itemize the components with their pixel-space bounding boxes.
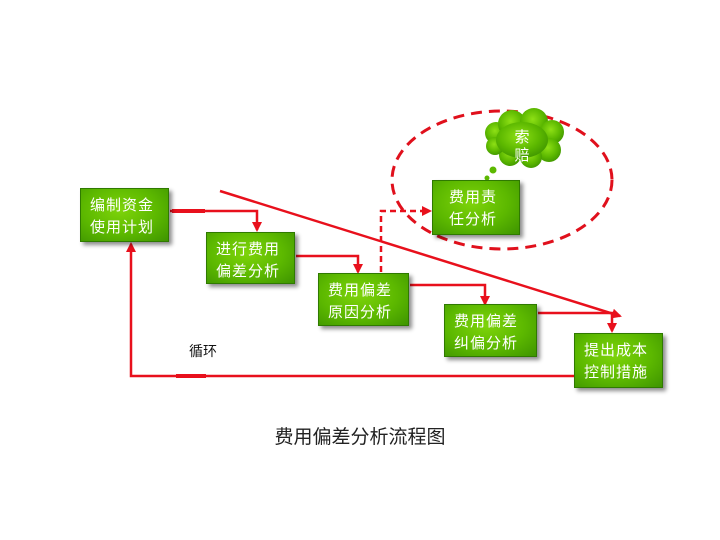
- arrow-variance-to-cause: [296, 254, 363, 274]
- box-cause-analysis: 费用偏差 原因分析: [318, 273, 409, 326]
- arrow-correction-to-measures: [538, 311, 617, 333]
- box-cause-analysis-line2: 原因分析: [328, 303, 393, 321]
- arrow-cause-to-correction: [410, 283, 490, 306]
- cloud-label: 索 赔: [514, 128, 530, 164]
- box-fund-plan-line1: 编制资金: [90, 196, 155, 214]
- cloud-label-line2: 赔: [514, 146, 530, 164]
- loop-arrow: [126, 242, 574, 378]
- dashed-arrow-to-responsibility: [379, 206, 432, 272]
- box-control-measures: 提出成本 控制措施: [574, 333, 663, 388]
- loop-label: 循环: [189, 344, 217, 360]
- diagonal-arrow: [219, 189, 622, 319]
- arrow-plan-to-variance: [170, 209, 262, 232]
- box-variance-analysis-line1: 进行费用: [216, 240, 281, 258]
- box-correction-line2: 纠偏分析: [454, 334, 519, 352]
- dashed-ellipse: [390, 109, 614, 251]
- box-responsibility-analysis: 费用责 任分析: [432, 180, 520, 235]
- box-correction-line1: 费用偏差: [454, 312, 519, 330]
- box-correction-analysis: 费用偏差 纠偏分析: [444, 304, 537, 357]
- box-responsibility-line1: 费用责: [449, 188, 498, 206]
- claim-cloud: [484, 108, 564, 181]
- box-variance-analysis-line2: 偏差分析: [216, 262, 281, 280]
- box-fund-plan: 编制资金 使用计划: [80, 188, 169, 242]
- box-control-measures-line1: 提出成本: [584, 341, 649, 359]
- box-cause-analysis-line1: 费用偏差: [328, 281, 393, 299]
- box-control-measures-line2: 控制措施: [584, 363, 649, 381]
- box-responsibility-line2: 任分析: [449, 210, 498, 228]
- box-fund-plan-line2: 使用计划: [90, 218, 155, 236]
- box-variance-analysis: 进行费用 偏差分析: [206, 232, 295, 284]
- diagram-caption: 费用偏差分析流程图: [274, 426, 446, 448]
- cloud-label-line1: 索: [514, 128, 530, 146]
